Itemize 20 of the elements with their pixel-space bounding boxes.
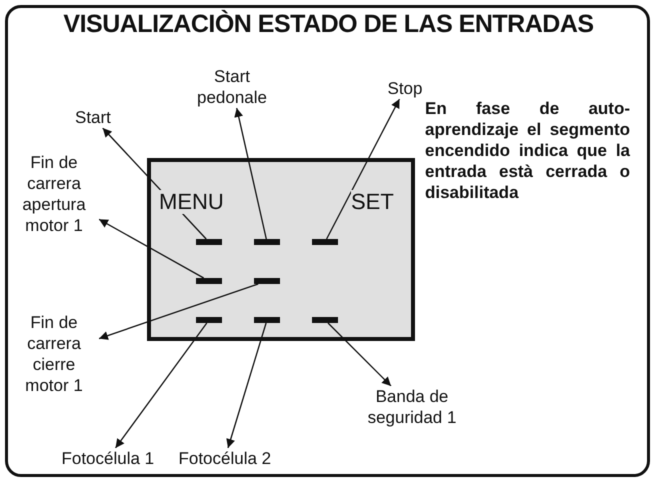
leader-arrow: [114, 322, 208, 448]
display-label: MENU: [159, 190, 224, 214]
leader-arrow: [98, 218, 204, 279]
segment-bar: [196, 317, 222, 323]
segment-bar: [312, 317, 338, 323]
segment-bar: [254, 239, 280, 245]
leader-arrow: [234, 108, 267, 240]
leader-arrow: [326, 98, 400, 240]
title: VISUALIZACIÒN ESTADO DE LAS ENTRADAS: [62, 10, 595, 39]
display-panel: [147, 158, 415, 341]
leader-arrow: [102, 128, 207, 240]
segment-bar: [254, 317, 280, 323]
leader-arrow: [226, 322, 267, 448]
leader-arrow: [98, 283, 258, 340]
segment-bar: [254, 278, 280, 284]
segment-bar: [312, 239, 338, 245]
segment-bar: [196, 278, 222, 284]
leader-arrow: [328, 322, 392, 386]
note-text: En fase de auto-aprendizaje el segmento encendido indica que la entrada està cerrada o disabilitada: [425, 98, 630, 203]
segment-bar: [196, 239, 222, 245]
